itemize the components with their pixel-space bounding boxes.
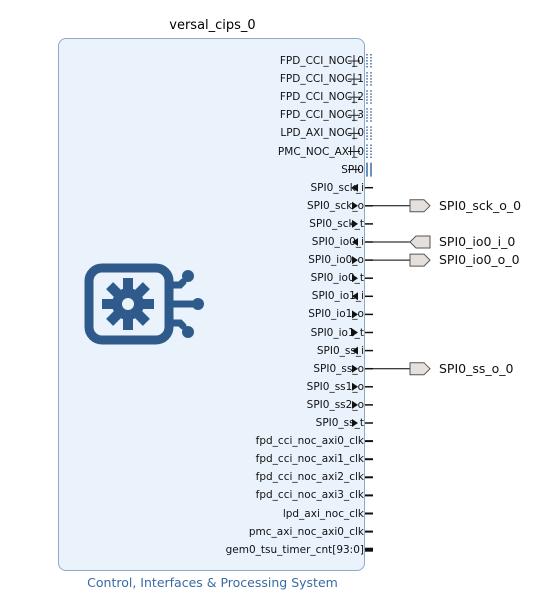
pin-label: SPI0_ss_o <box>313 362 364 375</box>
pin-label: fpd_cci_noc_axi1_clk <box>255 453 364 466</box>
pin-label: FPD_CCI_NOC_2 <box>279 91 364 104</box>
pin-out[interactable] <box>352 274 373 283</box>
pin-out[interactable] <box>352 328 373 337</box>
external-port-out[interactable] <box>373 253 431 267</box>
pin-label: SPI0_io1_i <box>311 290 364 303</box>
pin-out[interactable] <box>352 201 373 210</box>
pin-label: SPI0_io0_i <box>311 236 364 248</box>
pin-bus[interactable] <box>348 72 372 87</box>
pin-label: FPD_CCI_NOC_1 <box>279 73 364 86</box>
pin-label: SPI0_ss_i <box>316 344 364 357</box>
pin-bus[interactable] <box>348 126 372 141</box>
pin-label: SPI0_io0_o <box>308 254 364 267</box>
pin-out[interactable] <box>352 256 373 265</box>
pin-label: FPD_CCI_NOC_3 <box>279 109 364 122</box>
pin-label: LPD_AXI_NOC_0 <box>280 127 364 140</box>
pin-label: SPI0_io1_o <box>308 308 364 321</box>
pin-label: lpd_axi_noc_clk <box>282 507 364 520</box>
pin-label: fpd_cci_noc_axi3_clk <box>255 489 364 502</box>
gear-chip-icon <box>84 263 204 345</box>
pin-label: PMC_NOC_AXI_0 <box>277 145 364 158</box>
pin-label: pmc_axi_noc_axi0_clk <box>248 525 364 538</box>
pin-bus[interactable] <box>348 90 372 105</box>
pin-out[interactable] <box>352 364 373 373</box>
pin-label: SPI0_ss_t <box>315 417 364 429</box>
pin-in[interactable] <box>352 238 373 246</box>
pin-label: FPD_CCI_NOC_0 <box>279 55 364 67</box>
external-port-label: SPI0_sck_o_0 <box>439 197 522 213</box>
pin-label: SPI0_ss1_o <box>306 380 364 393</box>
external-port-label: SPI0_ss_o_0 <box>439 360 514 376</box>
pin-out[interactable] <box>352 400 373 409</box>
pin-bus[interactable] <box>348 54 372 68</box>
pin-out[interactable] <box>352 310 373 319</box>
pin-label: SPI0_sck_o <box>306 199 364 212</box>
ip-subtitle: Control, Interfaces & Processing System <box>87 575 338 590</box>
pin-in[interactable] <box>352 346 373 355</box>
pin-label: fpd_cci_noc_axi2_clk <box>255 471 364 484</box>
pin-bus-open[interactable] <box>348 162 372 177</box>
external-port-out[interactable] <box>373 199 431 213</box>
pin-out[interactable] <box>352 219 373 228</box>
external-port-out[interactable] <box>373 362 431 376</box>
pin-bus[interactable] <box>348 108 372 123</box>
external-port-in[interactable] <box>373 235 431 249</box>
pin-label: gem0_tsu_timer_cnt[93:0] <box>225 543 364 556</box>
pin-label: SPI0_sck_t <box>309 217 364 230</box>
external-port-label: SPI0_io0_i_0 <box>439 234 516 249</box>
pin-label: SPI0_io0_t <box>310 272 364 285</box>
ip-title: versal_cips_0 <box>169 18 256 33</box>
pin-in[interactable] <box>352 292 373 301</box>
pin-label: SPI0 <box>341 163 364 176</box>
pin-out[interactable] <box>352 382 373 391</box>
pin-out[interactable] <box>352 419 373 427</box>
pin-in[interactable] <box>352 183 373 192</box>
pin-label: fpd_cci_noc_axi0_clk <box>255 435 364 448</box>
pin-label: SPI0_ss2_o <box>306 398 364 411</box>
pin-label: SPI0_sck_i <box>310 181 364 194</box>
pin-bus[interactable] <box>348 144 372 159</box>
pin-label: SPI0_io1_t <box>310 326 364 339</box>
external-port-label: SPI0_io0_o_0 <box>439 252 520 268</box>
